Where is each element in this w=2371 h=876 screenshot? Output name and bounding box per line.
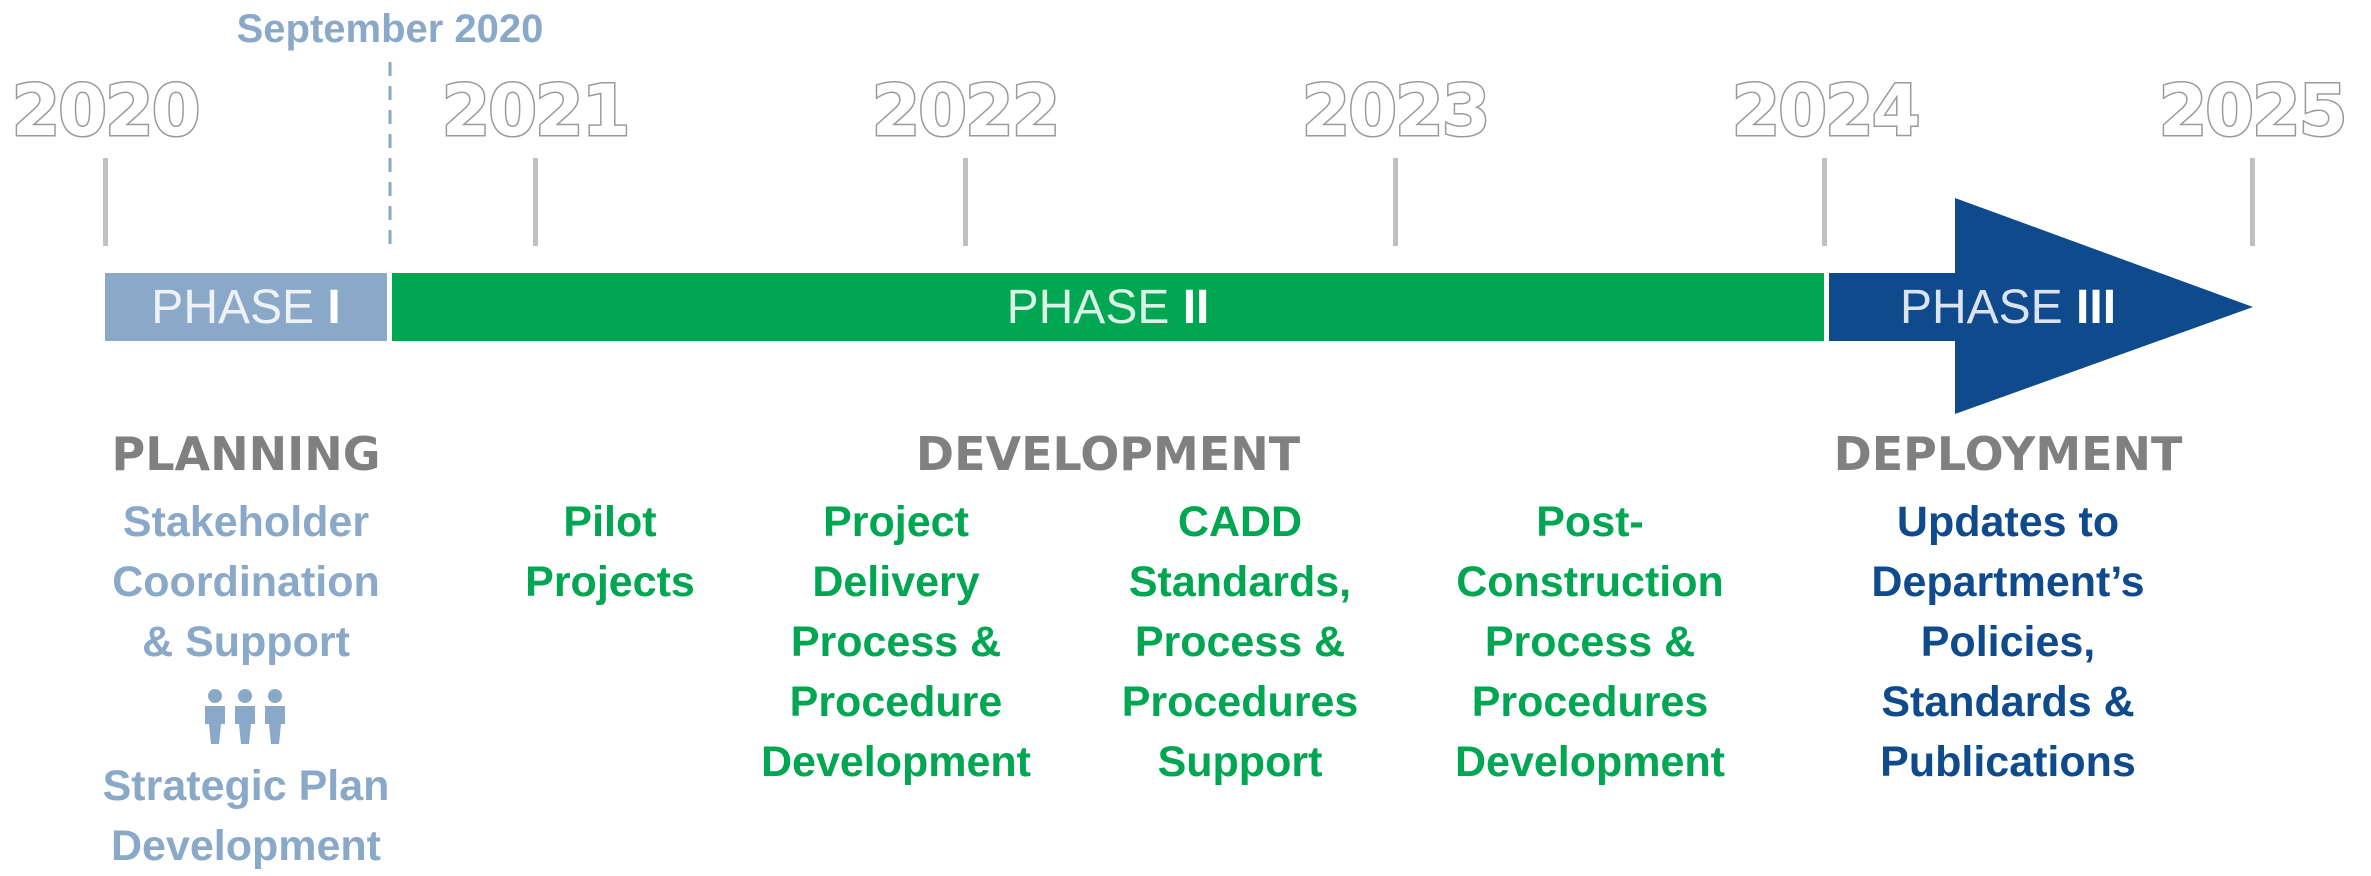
phase-1-label: PHASE I	[151, 281, 340, 334]
year-label-2025: 2025	[2159, 70, 2346, 152]
tick-2024	[1822, 158, 1827, 246]
planning-item-stakeholder-coordination: Stakeholder Coordination & Support	[112, 498, 380, 666]
deployment-heading: DEPLOYMENT	[1834, 427, 2183, 481]
phase-2-label: PHASE II	[1007, 281, 1210, 334]
deployment-item-updates: Updates to Department’s Policies, Standa…	[1871, 498, 2145, 786]
planning-item-strategic-plan: Strategic Plan Development	[102, 762, 390, 870]
phase-1-bar	[105, 273, 387, 341]
year-label-2022: 2022	[872, 70, 1059, 152]
development-item-cadd-standards: CADD Standards, Process & Procedures Sup…	[1121, 498, 1359, 786]
year-label-2024: 2024	[1732, 70, 1919, 152]
year-label-2021: 2021	[442, 70, 629, 152]
milestone-label: September 2020	[237, 7, 544, 51]
tick-2020	[103, 158, 108, 246]
tick-2025	[2250, 158, 2255, 246]
people-group-icon	[205, 689, 285, 744]
development-item-project-delivery: Project Delivery Process & Procedure Dev…	[760, 498, 1031, 786]
year-label-2023: 2023	[1302, 70, 1489, 152]
phase-3-label: PHASE III	[1900, 281, 2116, 334]
year-ticks	[103, 158, 2255, 246]
development-item-post-construction: Post- Construction Process & Procedures …	[1454, 498, 1725, 786]
phase-2-bar	[392, 273, 1824, 341]
development-heading: DEVELOPMENT	[916, 427, 1301, 481]
tick-2021	[533, 158, 538, 246]
development-item-pilot-projects: Pilot Projects	[525, 498, 695, 606]
year-label-2020: 2020	[12, 70, 199, 152]
phase-3-arrow	[1829, 198, 2253, 414]
planning-heading: PLANNING	[112, 427, 381, 481]
tick-2023	[1393, 158, 1398, 246]
tick-2022	[963, 158, 968, 246]
